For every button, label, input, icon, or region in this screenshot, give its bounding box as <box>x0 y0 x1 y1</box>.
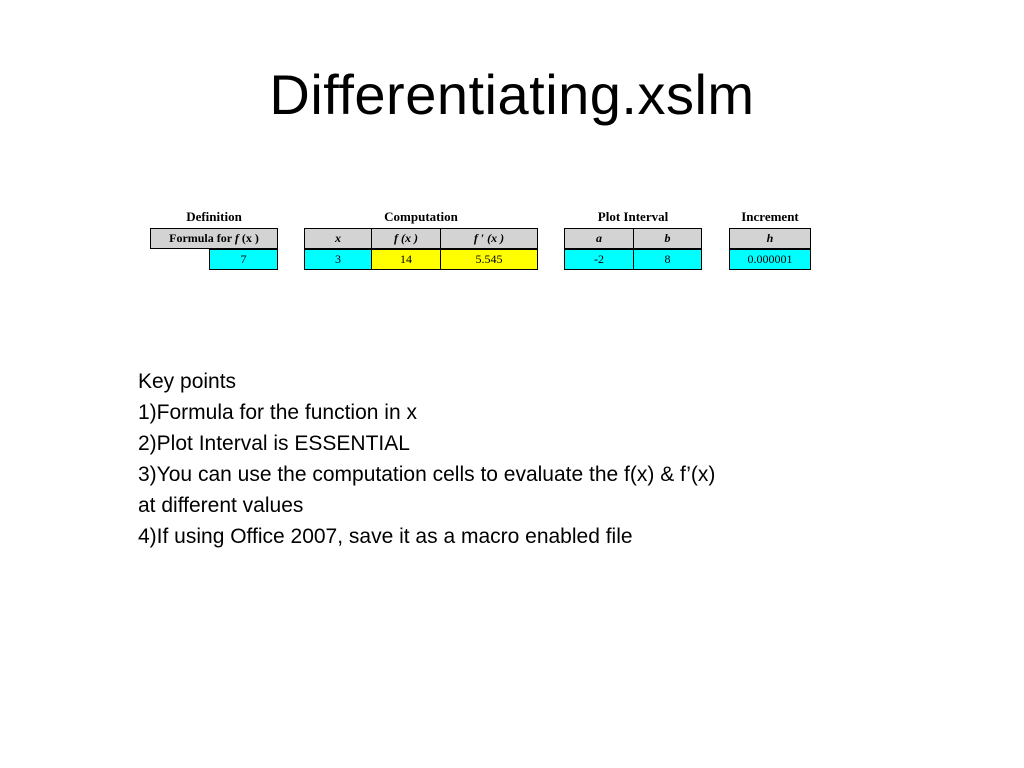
key-point-item: 4)If using Office 2007, save it as a mac… <box>138 525 633 548</box>
fprime-output-cell[interactable]: 5.545 <box>440 249 538 270</box>
b-input-cell[interactable]: 8 <box>633 249 702 270</box>
formula-input-cell[interactable]: 7 <box>209 249 278 270</box>
h-input-cell[interactable]: 0.000001 <box>729 249 811 270</box>
key-point-item: 2)Plot Interval is ESSENTIAL <box>138 432 410 455</box>
computation-header: Computation <box>384 209 458 224</box>
x-header-cell: x <box>304 228 372 249</box>
h-header-cell: h <box>729 228 811 249</box>
a-input-cell[interactable]: -2 <box>564 249 634 270</box>
key-point-item: 3)You can use the computation cells to e… <box>138 463 716 486</box>
fx-header-cell: f (x ) <box>371 228 441 249</box>
x-input-cell[interactable]: 3 <box>304 249 372 270</box>
formula-header-prefix: Formula for <box>169 231 235 245</box>
fx-output-cell[interactable]: 14 <box>371 249 441 270</box>
key-points: Key points 1)Formula for the function in… <box>138 366 898 552</box>
key-point-item: at different values <box>138 494 304 517</box>
formula-header-fn: f <box>234 231 239 245</box>
increment-header: Increment <box>741 209 799 224</box>
slide-title: Differentiating.xslm <box>269 63 755 126</box>
plot-interval-header: Plot Interval <box>597 209 669 224</box>
fprime-header-cell: f ′ (x ) <box>440 228 538 249</box>
key-point-item: 1)Formula for the function in x <box>138 401 417 424</box>
b-header-cell: b <box>633 228 702 249</box>
definition-header: Definition <box>186 209 242 224</box>
formula-header-arg: (x ) <box>238 231 259 245</box>
formula-header-cell: Formula for f (x ) <box>150 228 278 249</box>
a-header-cell: a <box>564 228 634 249</box>
key-points-heading: Key points <box>138 370 237 393</box>
